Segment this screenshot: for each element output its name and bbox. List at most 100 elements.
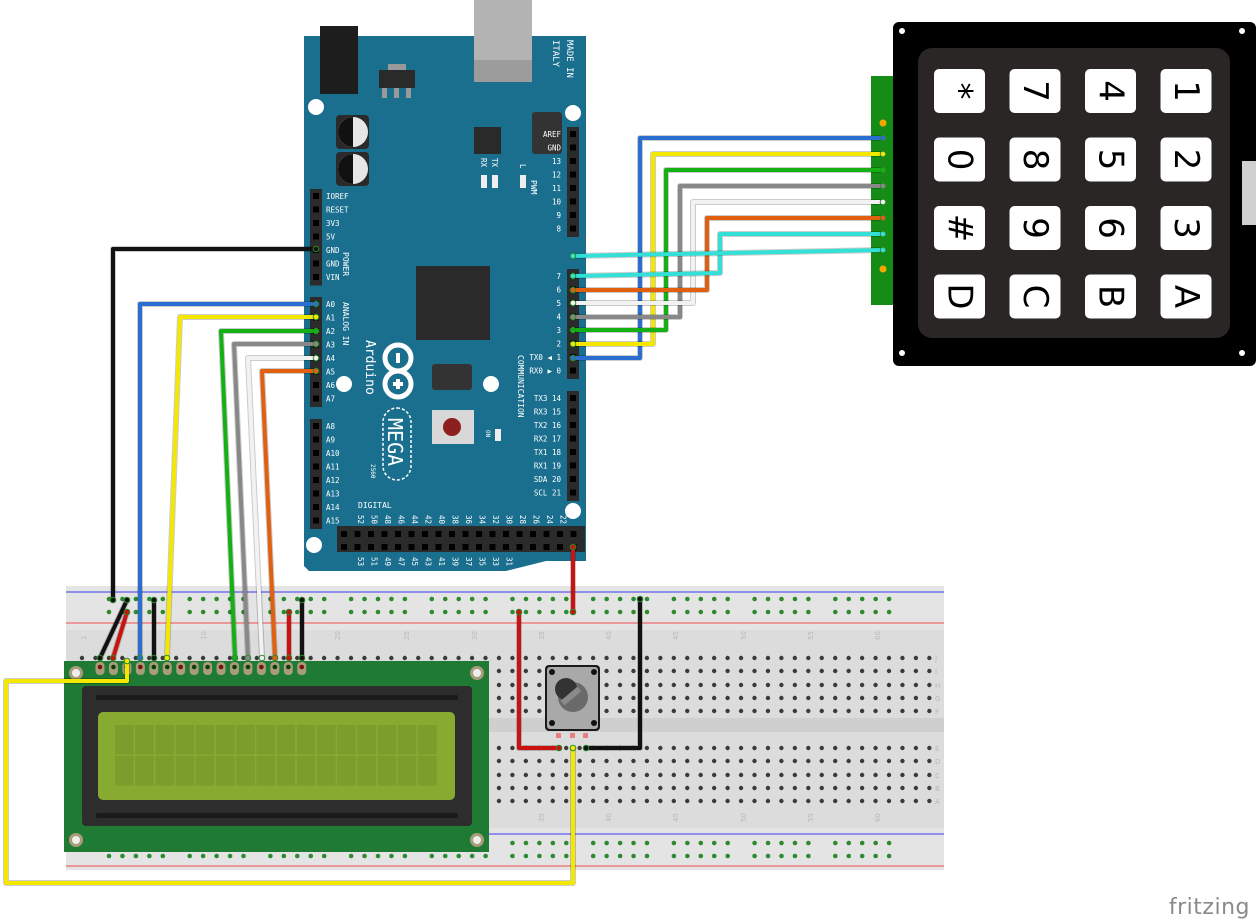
header-pin[interactable]: [368, 544, 374, 550]
rail-hole[interactable]: [362, 609, 367, 615]
header-pin[interactable]: [530, 544, 536, 550]
breadboard-hole[interactable]: [617, 758, 623, 764]
rail-hole[interactable]: [846, 596, 852, 602]
breadboard-hole[interactable]: [241, 655, 246, 661]
breadboard-hole[interactable]: [604, 668, 609, 674]
wire-end[interactable]: [569, 252, 577, 260]
header-pin[interactable]: [570, 225, 576, 232]
breadboard-hole[interactable]: [725, 695, 730, 701]
keypad-key[interactable]: 2: [1160, 137, 1212, 182]
breadboard-hole[interactable]: [927, 798, 932, 804]
rail-hole[interactable]: [308, 609, 314, 615]
breadboard-hole[interactable]: [711, 655, 717, 661]
keypad-key[interactable]: 8: [1009, 137, 1061, 182]
breadboard-hole[interactable]: [873, 695, 878, 701]
wire-end[interactable]: [150, 596, 158, 604]
key-cap[interactable]: [1085, 274, 1136, 319]
header-pin[interactable]: [354, 544, 361, 550]
breadboard-hole[interactable]: [685, 798, 690, 804]
breadboard-hole[interactable]: [725, 668, 730, 674]
breadboard-hole[interactable]: [792, 682, 798, 688]
header-pin[interactable]: [313, 233, 319, 240]
wire-end[interactable]: [163, 654, 171, 662]
rail-hole[interactable]: [214, 853, 219, 859]
rail-hole[interactable]: [510, 609, 515, 615]
breadboard-hole[interactable]: [698, 682, 703, 688]
wire-end[interactable]: [109, 596, 117, 604]
breadboard-hole[interactable]: [658, 798, 663, 804]
breadboard-hole[interactable]: [631, 758, 636, 764]
rail-hole[interactable]: [765, 596, 771, 602]
rail-hole[interactable]: [631, 596, 636, 602]
breadboard-hole[interactable]: [658, 655, 663, 661]
rail-hole[interactable]: [241, 853, 246, 859]
header-pin[interactable]: [570, 531, 577, 537]
keypad-key[interactable]: 3: [1160, 206, 1212, 250]
breadboard-hole[interactable]: [510, 708, 515, 714]
wire-end[interactable]: [879, 166, 887, 174]
breadboard-hole[interactable]: [173, 655, 179, 661]
breadboard-hole[interactable]: [604, 798, 609, 804]
header-pin[interactable]: [313, 220, 319, 226]
rail-hole[interactable]: [631, 853, 636, 859]
header-pin[interactable]: [570, 212, 576, 218]
keypad-wire[interactable]: [571, 248, 885, 258]
breadboard-hole[interactable]: [496, 655, 502, 661]
header-pin[interactable]: [530, 531, 536, 537]
rail-hole[interactable]: [510, 853, 515, 859]
breadboard-hole[interactable]: [833, 798, 838, 804]
lcd-data-wire[interactable]: [260, 369, 318, 660]
rail-hole[interactable]: [671, 596, 677, 602]
rail-hole[interactable]: [886, 609, 892, 615]
rail-hole[interactable]: [833, 853, 838, 859]
key-cap[interactable]: [1160, 274, 1212, 319]
rail-hole[interactable]: [564, 609, 569, 615]
breadboard-hole[interactable]: [738, 655, 744, 661]
contrast-wire[interactable]: [4, 659, 575, 885]
breadboard-hole[interactable]: [900, 798, 905, 804]
breadboard-hole[interactable]: [644, 695, 650, 701]
header-pin[interactable]: [570, 185, 576, 191]
rail-hole[interactable]: [321, 609, 327, 615]
rail-hole[interactable]: [859, 840, 865, 846]
breadboard-hole[interactable]: [698, 758, 703, 764]
breadboard-hole[interactable]: [671, 668, 676, 674]
rail-hole[interactable]: [268, 853, 273, 859]
breadboard-hole[interactable]: [631, 655, 636, 661]
header-pin[interactable]: [543, 531, 550, 537]
rail-hole[interactable]: [550, 596, 556, 602]
breadboard-hole[interactable]: [859, 758, 865, 764]
breadboard-hole[interactable]: [523, 798, 529, 804]
header-pin[interactable]: [570, 171, 576, 178]
breadboard-hole[interactable]: [913, 772, 919, 778]
rail-hole[interactable]: [510, 840, 515, 846]
breadboard-hole[interactable]: [873, 745, 878, 751]
breadboard-hole[interactable]: [604, 772, 609, 778]
rail-hole[interactable]: [106, 609, 112, 615]
lcd-data-wire[interactable]: [246, 356, 318, 660]
potentiometer[interactable]: [545, 665, 600, 738]
rail-hole[interactable]: [617, 596, 623, 602]
breadboard-hole[interactable]: [510, 668, 515, 674]
breadboard-hole[interactable]: [685, 745, 690, 751]
breadboard-hole[interactable]: [738, 772, 744, 778]
breadboard-hole[interactable]: [214, 655, 219, 661]
rail-hole[interactable]: [644, 609, 650, 615]
wire-end[interactable]: [569, 340, 577, 348]
rail-hole[interactable]: [711, 596, 717, 602]
rail-hole[interactable]: [308, 853, 314, 859]
breadboard-hole[interactable]: [833, 745, 838, 751]
breadboard-hole[interactable]: [779, 758, 784, 764]
breadboard-hole[interactable]: [711, 668, 717, 674]
breadboard-hole[interactable]: [765, 772, 771, 778]
rail-hole[interactable]: [537, 609, 542, 615]
breadboard-hole[interactable]: [806, 758, 811, 764]
header-pin[interactable]: [557, 531, 563, 537]
breadboard-hole[interactable]: [792, 668, 798, 674]
breadboard-hole[interactable]: [550, 785, 555, 791]
rail-hole[interactable]: [725, 853, 730, 859]
wire-end[interactable]: [123, 608, 131, 616]
lcd-data-wire[interactable]: [138, 302, 318, 660]
breadboard-hole[interactable]: [779, 708, 784, 714]
breadboard-hole[interactable]: [846, 745, 851, 751]
